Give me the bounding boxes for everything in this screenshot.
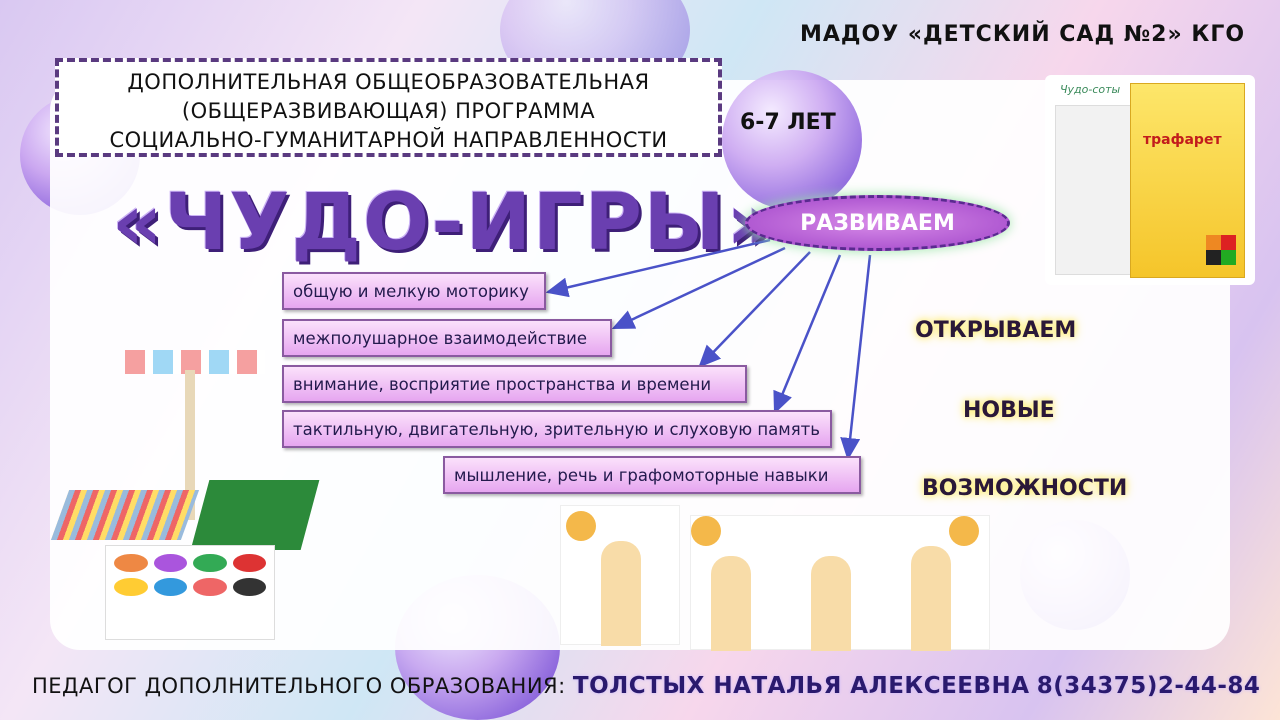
arrow (773, 254, 842, 415)
hands-cards-image (560, 500, 990, 651)
develop-item: мышление, речь и графомоторные навыки (443, 456, 861, 494)
program-line: ДОПОЛНИТЕЛЬНАЯ ОБЩЕОБРАЗОВАТЕЛЬНАЯ (127, 70, 650, 94)
teacher-phone: 8(34375)2-44-84 (1036, 673, 1261, 699)
game-image (50, 340, 330, 640)
slogan-word: НОВЫЕ (963, 398, 1055, 423)
arrow (698, 251, 811, 368)
organization-name: МАДОУ «ДЕТСКИЙ САД №2» КГО (800, 22, 1246, 47)
teacher-name: ТОЛСТЫХ НАТАЛЬЯ АЛЕКСЕЕВНА (572, 673, 1030, 699)
arrow (840, 254, 872, 461)
product-brand: Чудо-соты (1060, 83, 1121, 96)
slogan-word: ВОЗМОЖНОСТИ (922, 476, 1128, 501)
footer: ПЕДАГОГ ДОПОЛНИТЕЛЬНОГО ОБРАЗОВАНИЯ: ТОЛ… (32, 673, 1260, 699)
page-title: «ЧУДО-ИГРЫ» (112, 178, 780, 268)
arrow (545, 238, 771, 298)
teacher-role: ПЕДАГОГ ДОПОЛНИТЕЛЬНОГО ОБРАЗОВАНИЯ: (32, 674, 566, 698)
age-label: 6-7 ЛЕТ (740, 110, 836, 135)
slogan-word: ОТКРЫВАЕМ (915, 318, 1077, 343)
program-line: СОЦИАЛЬНО-ГУМАНИТАРНОЙ НАПРАВЛЕННОСТИ (109, 128, 668, 152)
product-label: трафарет (1143, 132, 1222, 148)
develop-item: тактильную, двигательную, зрительную и с… (282, 410, 832, 448)
develop-item: общую и мелкую моторику (282, 272, 546, 310)
program-line: (ОБЩЕРАЗВИВАЮЩАЯ) ПРОГРАММА (181, 99, 596, 123)
develop-item: внимание, восприятие пространства и врем… (282, 365, 747, 403)
arrow (611, 246, 786, 330)
product-image: Чудо-соты трафарет (1045, 75, 1255, 285)
decor-ball (722, 70, 862, 210)
develop-ellipse: РАЗВИВАЕМ (745, 195, 1010, 251)
program-box: ДОПОЛНИТЕЛЬНАЯ ОБЩЕОБРАЗОВАТЕЛЬНАЯ (ОБЩЕ… (55, 58, 722, 157)
develop-item: межполушарное взаимодействие (282, 319, 612, 357)
